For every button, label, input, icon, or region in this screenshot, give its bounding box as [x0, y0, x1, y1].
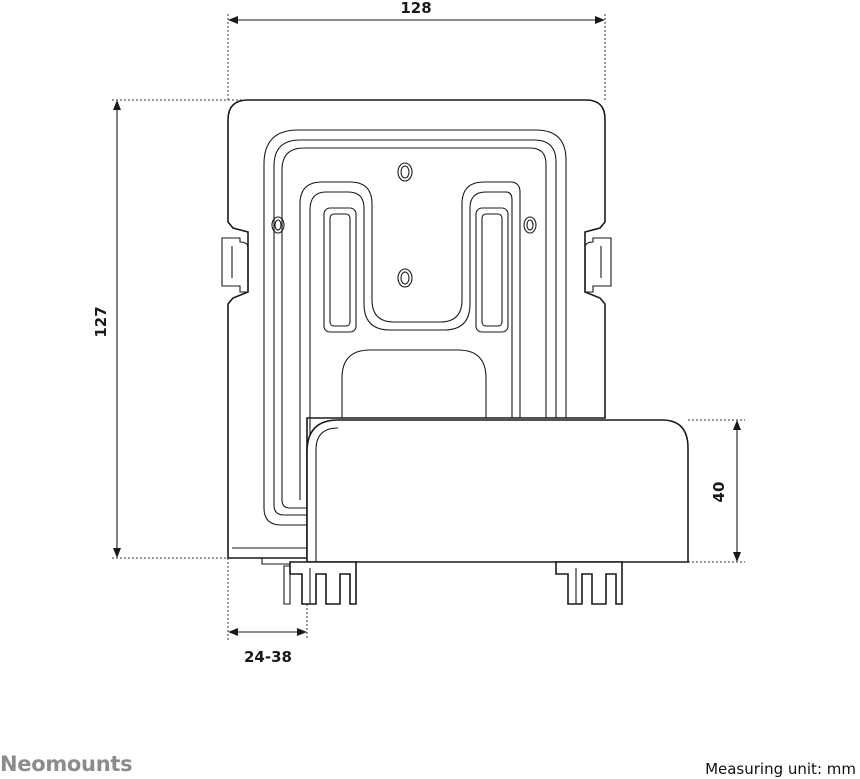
foot-right: [555, 561, 623, 605]
measuring-unit-note: Measuring unit: mm: [705, 760, 856, 778]
offset-dimension-label: 24-38: [244, 648, 292, 666]
dimension-offset: [228, 628, 307, 636]
dimension-height: [113, 100, 121, 558]
left-clip: [221, 237, 249, 293]
dimension-depth: [733, 420, 741, 562]
center-keyhole: [299, 181, 521, 500]
front-shelf: [306, 419, 689, 563]
right-slot: [475, 207, 509, 333]
depth-dimension-label: 40: [710, 482, 728, 503]
right-clip: [584, 237, 612, 293]
width-dimension-label: 128: [400, 0, 431, 17]
dimension-width: [228, 16, 605, 24]
center-tongue: [341, 349, 487, 418]
inner-frame: [263, 129, 567, 526]
back-plate: [221, 99, 612, 565]
mounting-holes: [271, 162, 537, 288]
foot-left: [283, 561, 357, 605]
brand-logo: Neomounts: [0, 752, 133, 776]
height-dimension-label: 127: [92, 306, 110, 337]
left-slot: [323, 207, 357, 333]
